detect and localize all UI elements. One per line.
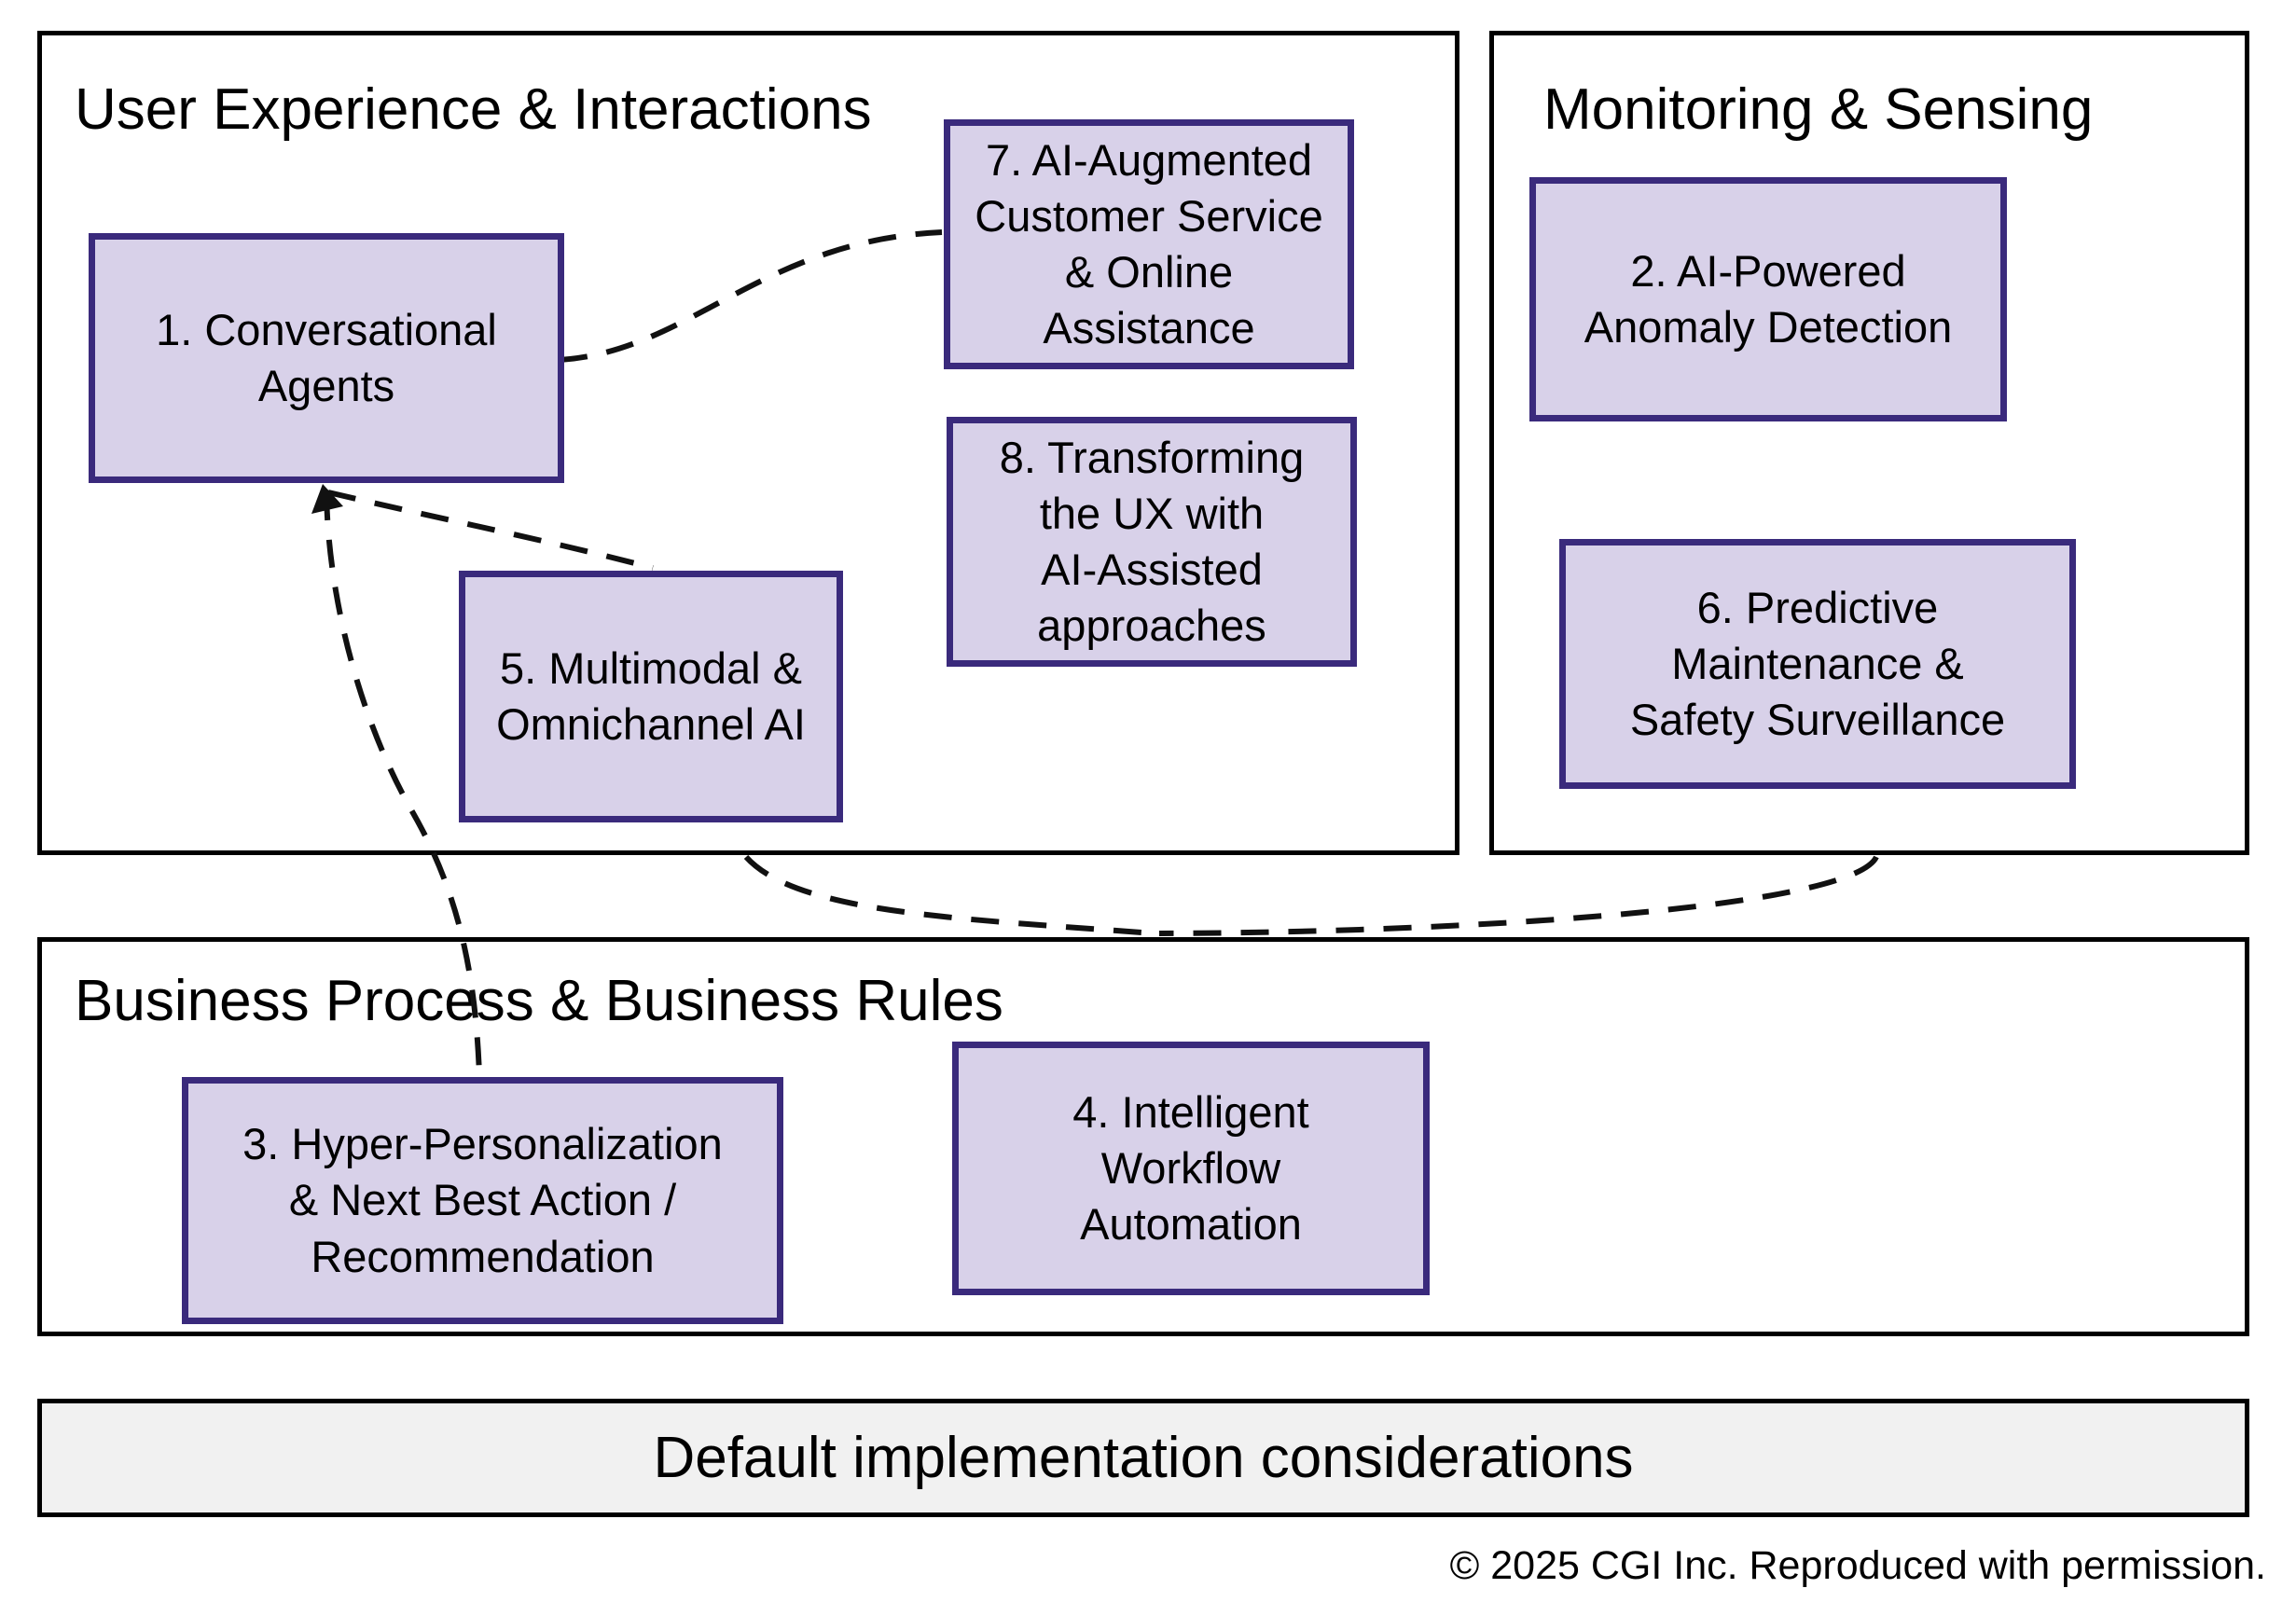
box-anomaly-detection: 2. AI-Powered Anomaly Detection <box>1529 177 2007 421</box>
box-predictive-maintenance: 6. Predictive Maintenance & Safety Surve… <box>1559 539 2076 789</box>
box-intelligent-workflow: 4. Intelligent Workflow Automation <box>952 1042 1430 1295</box>
box-conversational-agents: 1. Conversational Agents <box>89 233 564 483</box>
box-transforming-ux: 8. Transforming the UX with AI-Assisted … <box>947 417 1357 667</box>
connector-monitoring-business <box>1158 855 1879 936</box>
default-implementation-bar: Default implementation considerations <box>37 1399 2249 1517</box>
copyright-notice: © 2025 CGI Inc. Reproduced with permissi… <box>1449 1543 2266 1588</box>
connector-ux-business <box>743 854 1155 936</box>
section-title-business-process: Business Process & Business Rules <box>75 969 1003 1033</box>
section-title-monitoring-sensing: Monitoring & Sensing <box>1543 77 2094 142</box>
section-title-user-experience: User Experience & Interactions <box>75 77 872 142</box>
box-multimodal-omnichannel: 5. Multimodal & Omnichannel AI <box>459 571 843 822</box>
default-implementation-label: Default implementation considerations <box>653 1426 1634 1490</box>
box-ai-augmented-customer-service: 7. AI-Augmented Customer Service & Onlin… <box>944 119 1354 369</box>
box-hyper-personalization: 3. Hyper-Personalization & Next Best Act… <box>182 1077 783 1324</box>
